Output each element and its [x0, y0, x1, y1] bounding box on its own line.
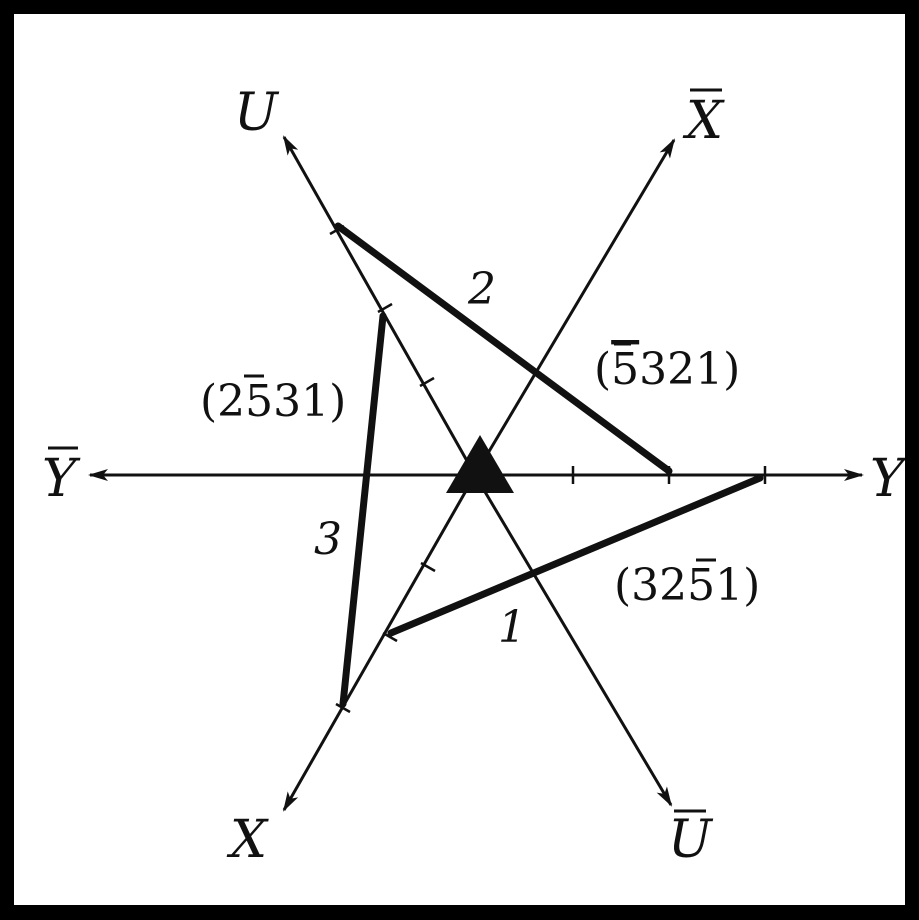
face-label-5321: (5321) — [594, 344, 740, 395]
edge-label-1: 1 — [498, 602, 526, 653]
axis-ubar — [473, 474, 673, 807]
axis-label-xbar: X — [682, 91, 725, 151]
axis-u — [282, 135, 477, 476]
edge-3 — [339, 312, 387, 708]
axis-ticks — [329, 224, 767, 714]
axis-label-y: Y — [870, 449, 905, 509]
edge-1 — [387, 474, 764, 637]
edge-2 — [334, 222, 673, 475]
diagram-canvas: U X Y Y X U (5321) (2531) (3251) 1 — [14, 14, 905, 905]
axis-label-x: X — [226, 810, 269, 870]
axis-label-u: U — [234, 83, 280, 143]
edge-label-2: 2 — [467, 264, 496, 315]
face-label-3251: (3251) — [614, 560, 760, 611]
axis-label-ubar: U — [668, 810, 714, 870]
axis-xbar — [473, 138, 676, 476]
edge-label-3: 3 — [314, 514, 342, 565]
triad-symbol — [446, 435, 514, 493]
face-label-2531: (2531) — [200, 376, 346, 427]
axis-x — [282, 474, 477, 812]
hexagonal-axes-diagram: U X Y Y X U (5321) (2531) (3251) 1 — [42, 83, 905, 870]
axis-label-ybar: Y — [42, 449, 81, 509]
